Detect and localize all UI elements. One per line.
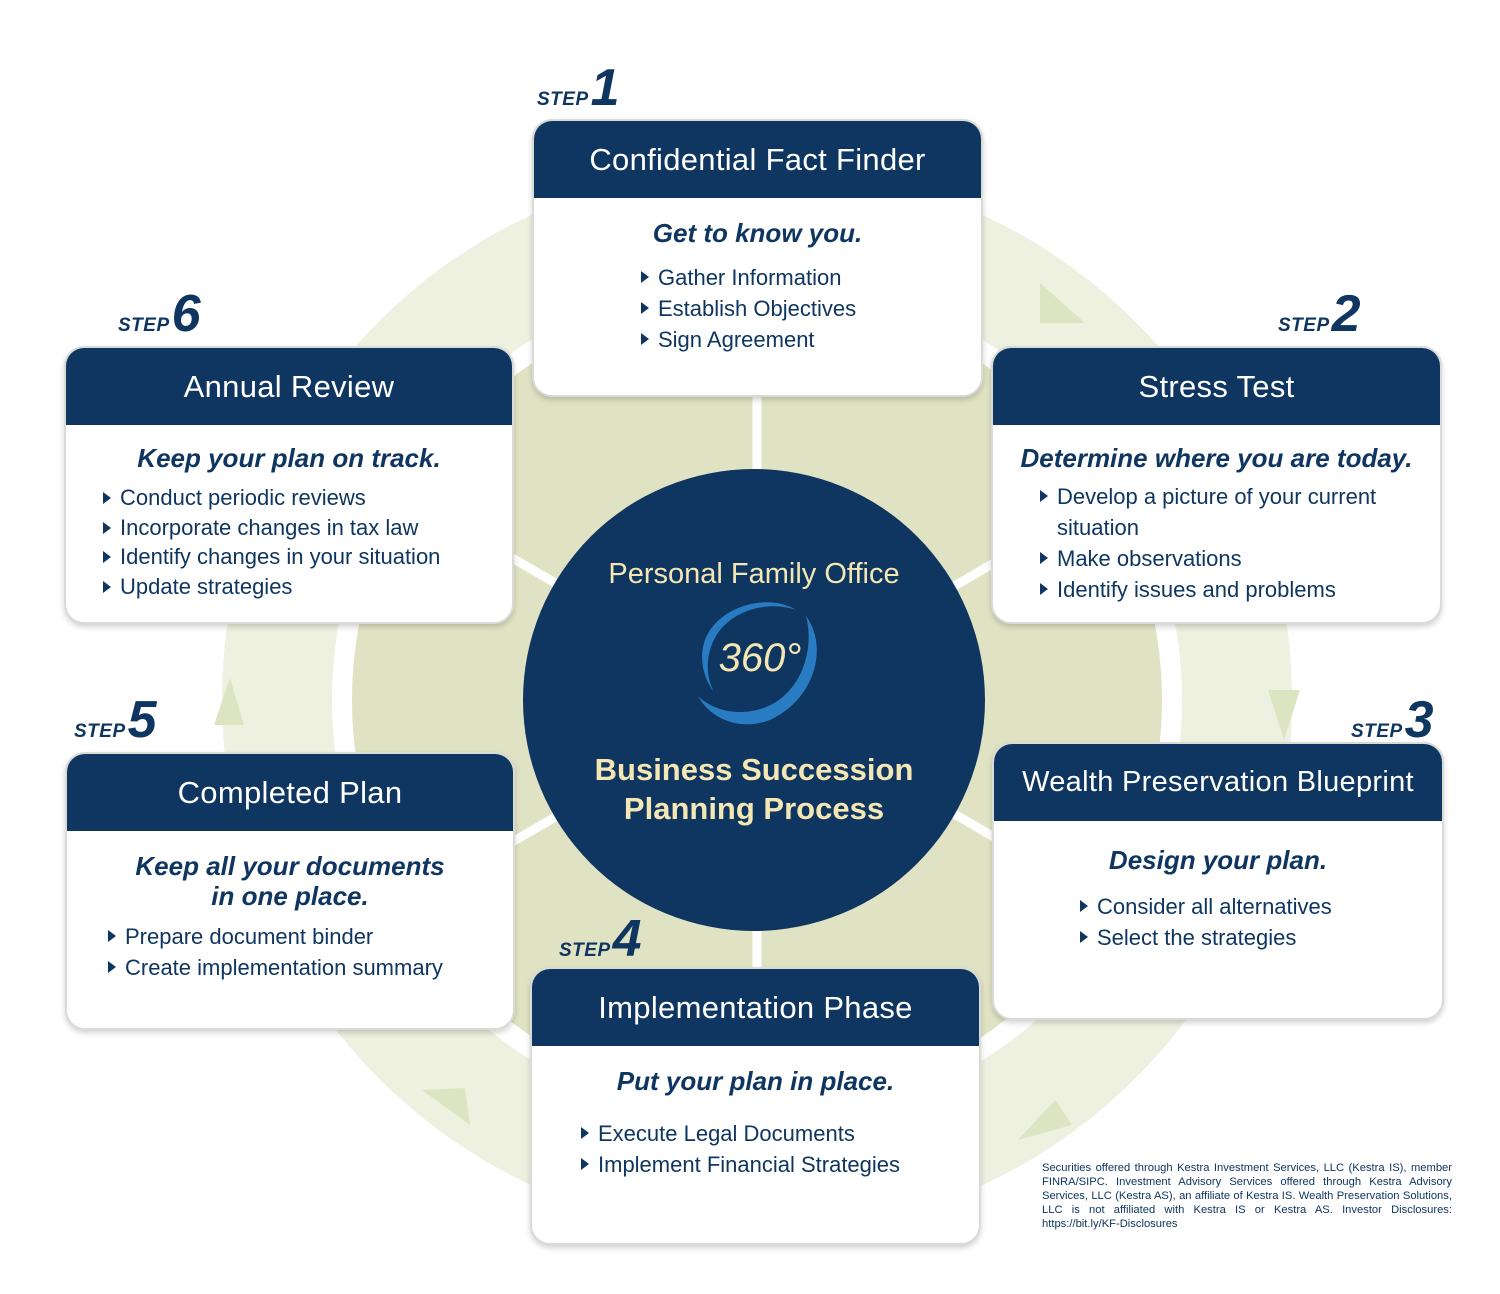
bullet-list: Prepare document binder Create implement… [107, 921, 513, 983]
bullet-list: Consider all alternatives Select the str… [1079, 891, 1442, 953]
step-label-1: STEP1 [537, 62, 620, 114]
card-tagline: in one place. [211, 881, 369, 911]
step-word: STEP [537, 89, 589, 110]
center-title-line: Business Succession [594, 752, 914, 787]
step-label-5: STEP5 [74, 694, 157, 746]
bullet-item: Identify changes in your situation [102, 542, 512, 572]
arrow-step1-to-step2 [1040, 283, 1085, 323]
step-label-2: STEP2 [1278, 288, 1361, 340]
card-tagline: Get to know you. [652, 218, 863, 248]
bullet-list: Develop a picture of your current situat… [1039, 481, 1420, 605]
ring-arrows [214, 283, 1300, 1140]
bullet-item: Make observations [1039, 543, 1420, 574]
step-word: STEP [1278, 315, 1330, 336]
step-card-stress-test: Stress Test Determine where you are toda… [991, 346, 1442, 624]
bullet-list: Gather Information Establish Objectives … [640, 262, 981, 355]
card-tagline: Keep all your documents [135, 851, 445, 881]
360-logo-swoosh-icon [698, 602, 817, 725]
arrow-step5-to-step6 [214, 678, 244, 725]
center-subtitle: Personal Family Office [608, 558, 900, 590]
step-word: STEP [559, 940, 611, 961]
bullet-item: Select the strategies [1079, 922, 1442, 953]
bullet-item: Conduct periodic reviews [102, 483, 512, 513]
bullet-item: Consider all alternatives [1079, 891, 1442, 922]
step-card-completed-plan: Completed Plan Keep all your documents i… [65, 752, 515, 1030]
step-label-4: STEP4 [559, 913, 642, 965]
bullet-item: Develop a picture of your current situat… [1039, 481, 1420, 543]
step-card-annual-review: Annual Review Keep your plan on track. C… [64, 346, 514, 624]
step-number: 2 [1331, 285, 1361, 343]
bullet-item: Prepare document binder [107, 921, 513, 952]
step-number: 1 [590, 59, 620, 117]
bullet-item: Establish Objectives [640, 293, 981, 324]
center-degree-label: 360° [718, 636, 802, 680]
disclaimer-text: Securities offered through Kestra Invest… [1042, 1162, 1452, 1230]
bullet-list: Execute Legal Documents Implement Financ… [580, 1118, 979, 1180]
arrow-step2-to-step3 [1268, 690, 1300, 740]
card-tagline: Keep your plan on track. [137, 443, 441, 473]
bullet-list: Conduct periodic reviews Incorporate cha… [102, 483, 512, 601]
step-word: STEP [1351, 721, 1403, 742]
card-title: Wealth Preservation Blueprint [994, 744, 1442, 821]
step-number: 3 [1404, 691, 1434, 749]
card-title: Annual Review [66, 348, 512, 425]
bullet-item: Execute Legal Documents [580, 1118, 979, 1149]
bullet-item: Incorporate changes in tax law [102, 513, 512, 543]
card-title: Implementation Phase [532, 969, 979, 1046]
card-title: Confidential Fact Finder [534, 121, 981, 198]
bullet-item: Implement Financial Strategies [580, 1149, 979, 1180]
step-number: 5 [127, 691, 157, 749]
card-tagline: Design your plan. [1108, 845, 1328, 875]
step-label-6: STEP6 [118, 288, 201, 340]
step-word: STEP [74, 721, 126, 742]
bullet-item: Gather Information [640, 262, 981, 293]
step-word: STEP [118, 315, 170, 336]
card-tagline: Determine where you are today. [1020, 443, 1413, 473]
arrow-step3-to-step4 [1018, 1100, 1072, 1140]
bullet-item: Identify issues and problems [1039, 574, 1420, 605]
arrow-step4-to-step5 [422, 1088, 470, 1125]
bullet-item: Update strategies [102, 572, 512, 602]
step-number: 6 [171, 285, 201, 343]
bullet-item: Create implementation summary [107, 952, 513, 983]
step-number: 4 [612, 910, 642, 968]
card-title: Completed Plan [67, 754, 513, 831]
center-title: Business Succession Planning Process [523, 750, 985, 828]
card-title: Stress Test [993, 348, 1440, 425]
step-card-confidential-fact-finder: Confidential Fact Finder Get to know you… [532, 119, 983, 397]
step-card-wealth-preservation-blueprint: Wealth Preservation Blueprint Design you… [992, 742, 1444, 1020]
center-circle [523, 469, 985, 931]
step-label-3: STEP3 [1351, 694, 1434, 746]
step-card-implementation-phase: Implementation Phase Put your plan in pl… [530, 967, 981, 1245]
bullet-item: Sign Agreement [640, 324, 981, 355]
center-title-line: Planning Process [623, 791, 885, 826]
card-tagline: Put your plan in place. [616, 1066, 895, 1096]
